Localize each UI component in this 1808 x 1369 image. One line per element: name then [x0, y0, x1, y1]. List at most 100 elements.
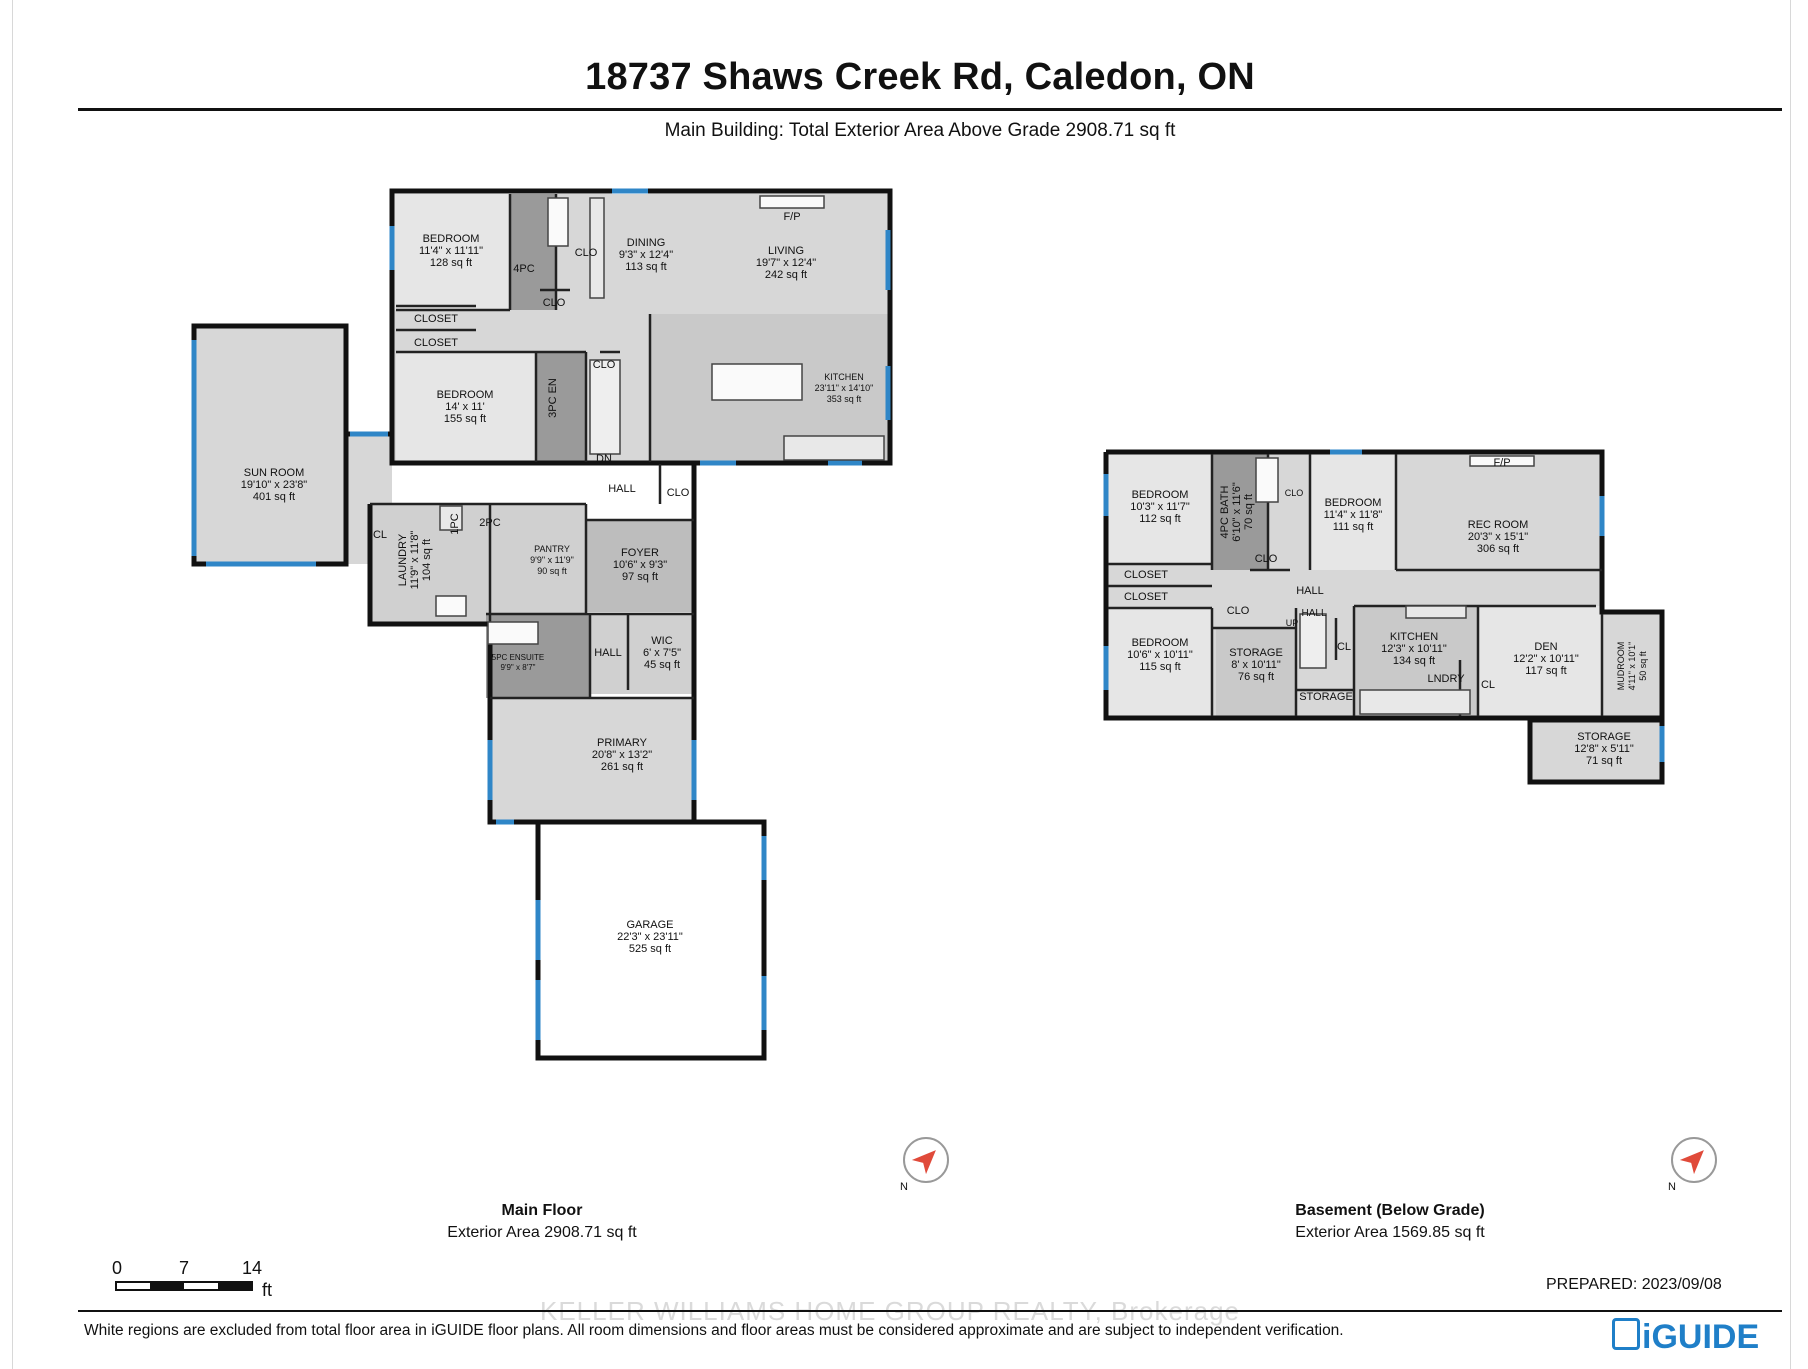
mf-ensuite3pc-name: 3PC EN — [547, 378, 559, 418]
mf-wic-area: 45 sq ft — [644, 659, 680, 671]
b-bath-area: 70 sq ft — [1243, 494, 1255, 530]
b-bedroom2-area — [1310, 454, 1396, 570]
b-storage1-area — [1216, 628, 1296, 716]
mf-1pc-name: 1PC — [449, 513, 461, 534]
basement-interior-walls — [1108, 454, 1604, 716]
basement-caption-title: Basement (Below Grade) — [1295, 1202, 1485, 1219]
mf-dining-dims: 9'3" x 12'4" — [619, 249, 673, 261]
mf-ensuite5pc-name: 5PC ENSUITE — [492, 653, 544, 662]
main-floor-caption-title: Main Floor — [501, 1202, 583, 1219]
b-clo2-name: CLO — [1255, 553, 1278, 565]
main-floor-caption: Main Floor Exterior Area 2908.71 sq ft — [400, 1200, 684, 1244]
b-fp-name: F/P — [1493, 457, 1510, 469]
mf-clo3-name: CLO — [593, 359, 616, 371]
b-bedroom3-area: 115 sq ft — [1139, 661, 1180, 673]
mf-garage-name: GARAGE — [626, 919, 673, 931]
scale-tick-0: 0 — [112, 1258, 123, 1278]
b-mudroom-area — [1602, 614, 1660, 716]
mf-kitchen-dims: 23'11" x 14'10" — [815, 383, 874, 393]
b-closet2-name: CLOSET — [1124, 591, 1168, 603]
laundry-area — [370, 504, 490, 624]
page-left-edge — [12, 0, 13, 1369]
b-lndry-name: LNDRY — [1427, 673, 1465, 685]
mf-garage-dims: 22'3" x 23'11" — [617, 931, 683, 943]
page-right-edge — [1790, 0, 1791, 1369]
vanity-symbol — [487, 621, 539, 645]
b-hall2-name: HALL — [1301, 608, 1326, 619]
mf-foyer-area: 97 sq ft — [622, 571, 658, 583]
main-floor-caption-area: Exterior Area 2908.71 sq ft — [447, 1224, 637, 1241]
mf-living-name: LIVING — [768, 245, 804, 257]
mf-laundry-area: 104 sq ft — [421, 539, 433, 581]
b-kitchen-counter — [1405, 605, 1467, 619]
b-den-area — [1478, 606, 1602, 716]
scale-bar — [115, 1281, 253, 1291]
iguide-logo-icon — [1612, 1318, 1640, 1350]
main-interior-walls — [370, 194, 694, 700]
pantry-area — [490, 504, 586, 624]
mf-living-dims: 19'7" x 12'4" — [756, 257, 816, 269]
b-up-label: UP — [1286, 618, 1299, 628]
mf-laundry-dims: 11'9" x 11'8" — [409, 531, 421, 590]
garage-area — [538, 822, 764, 1058]
basement-windows — [1103, 449, 1665, 762]
kitchen-counter — [783, 435, 885, 461]
mf-living-area: 242 sq ft — [765, 269, 807, 281]
b-kitchen-name: KITCHEN — [1390, 631, 1438, 643]
mf-foyer-dims: 10'6" x 9'3" — [613, 559, 667, 571]
mf-bedroom1-area: 128 sq ft — [430, 257, 472, 269]
mf-sunroom-name: SUN ROOM — [244, 467, 305, 479]
b-cl2-name: CL — [1481, 679, 1495, 691]
b-appliances — [1359, 689, 1471, 715]
mf-pantry-dims: 9'9" x 11'9" — [530, 555, 574, 565]
mf-bedroom2-name: BEDROOM — [437, 389, 494, 401]
mf-dn-label: DN — [596, 453, 612, 465]
bedroom2-area — [396, 352, 536, 462]
b-cl1-name: CL — [1337, 641, 1351, 653]
scale-tick-7: 7 — [179, 1258, 190, 1278]
mf-primary-dims: 20'8" x 13'2" — [592, 749, 652, 761]
mf-bedroom1-dims: 11'4" x 11'11" — [419, 245, 483, 257]
b-clo3-name: CLO — [1227, 605, 1250, 617]
basement-compass-label: N — [1668, 1181, 1676, 1193]
title-rule — [78, 108, 1782, 111]
mf-foyer-name: FOYER — [621, 547, 659, 559]
scale-tick-14: 14 — [242, 1258, 263, 1278]
b-bedroom2-dims: 11'4" x 11'8" — [1324, 509, 1383, 521]
mf-fp-name: F/P — [783, 211, 800, 223]
mf-garage-area: 525 sq ft — [629, 943, 671, 955]
b-kitchen-dims: 12'3" x 10'11" — [1381, 643, 1447, 655]
mf-dining-area: 113 sq ft — [625, 261, 666, 273]
b-den-area: 117 sq ft — [1525, 665, 1566, 677]
b-bedroom1-area: 112 sq ft — [1139, 513, 1180, 525]
mf-cl1-name: CL — [373, 529, 387, 541]
mf-ensuite5pc-dims: 9'9" x 8'7" — [501, 663, 536, 672]
b-bedroom3-area — [1108, 608, 1212, 716]
b-bedroom2-area: 111 sq ft — [1333, 521, 1374, 533]
b-recroom-dims: 20'3" x 15'1" — [1468, 531, 1528, 543]
b-clo1-name: CLO — [1285, 488, 1304, 498]
mf-primary-name: PRIMARY — [597, 737, 648, 749]
page-title: 18737 Shaws Creek Rd, Caledon, ON — [585, 56, 1255, 98]
foyer-area — [586, 520, 694, 612]
b-bedroom3-dims: 10'6" x 10'11" — [1127, 649, 1193, 661]
mf-hall1-name: HALL — [608, 483, 636, 495]
bedroom1-area — [392, 194, 510, 310]
mf-clo4-name: CLO — [667, 487, 690, 499]
tub-symbol — [547, 197, 569, 247]
hall-wic-area — [590, 614, 694, 694]
mf-clo1-name: CLO — [575, 247, 598, 259]
basement-labels: BEDROOM 10'3" x 11'7" 112 sq ft 4PC BATH… — [1124, 457, 1648, 767]
b-den-name: DEN — [1534, 641, 1557, 653]
stairs-symbol — [589, 359, 621, 455]
mf-wic-name: WIC — [651, 635, 672, 647]
main-fixtures — [435, 195, 885, 645]
mf-dining-name: DINING — [627, 237, 666, 249]
b-recroom-area: 306 sq ft — [1477, 543, 1519, 555]
b-storage2-name: STORAGE — [1299, 691, 1353, 703]
b-storage3-area: 71 sq ft — [1586, 755, 1622, 767]
page-subtitle: Main Building: Total Exterior Area Above… — [664, 120, 1176, 141]
main-compass-icon: N — [900, 1137, 949, 1193]
b-bedroom2-name: BEDROOM — [1325, 497, 1382, 509]
